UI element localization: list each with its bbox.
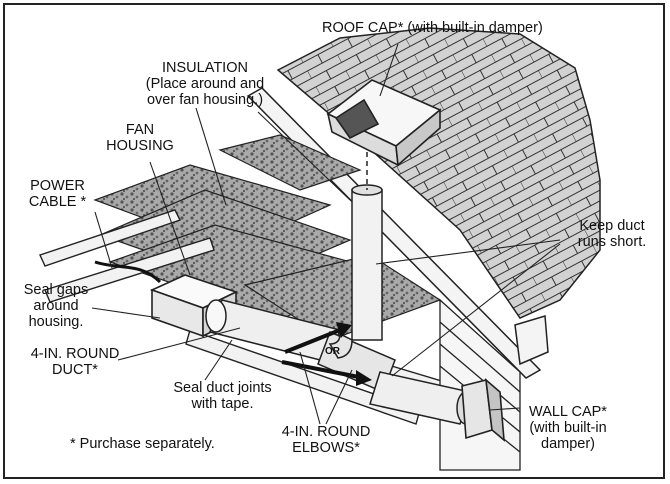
diagram-border bbox=[3, 3, 665, 479]
label-round-elbows: 4-IN. ROUND ELBOWS* bbox=[281, 424, 371, 456]
label-power-cable: POWER CABLE * bbox=[28, 178, 87, 210]
airflow-arrows bbox=[281, 322, 372, 386]
label-fan-housing: FAN HOUSING bbox=[106, 122, 174, 154]
label-or: OR bbox=[325, 346, 340, 357]
label-seal-duct-joints: Seal duct joints with tape. bbox=[173, 380, 272, 412]
label-roof-cap: ROOF CAP* (with built-in damper) bbox=[322, 20, 543, 36]
label-insulation: INSULATION (Place around and over fan ho… bbox=[145, 60, 265, 108]
label-keep-duct-short: Keep duct runs short. bbox=[577, 218, 647, 250]
roof-cap bbox=[326, 79, 442, 167]
label-round-duct: 4-IN. ROUND DUCT* bbox=[30, 346, 120, 378]
label-seal-gaps: Seal gaps around housing. bbox=[23, 282, 89, 330]
purchase-separately-note: * Purchase separately. bbox=[70, 436, 215, 452]
leader-lines bbox=[91, 43, 561, 425]
power-cable bbox=[94, 260, 162, 284]
vertical-duct bbox=[328, 125, 383, 359]
label-wall-cap: WALL CAP* (with built-in damper) bbox=[529, 404, 607, 452]
